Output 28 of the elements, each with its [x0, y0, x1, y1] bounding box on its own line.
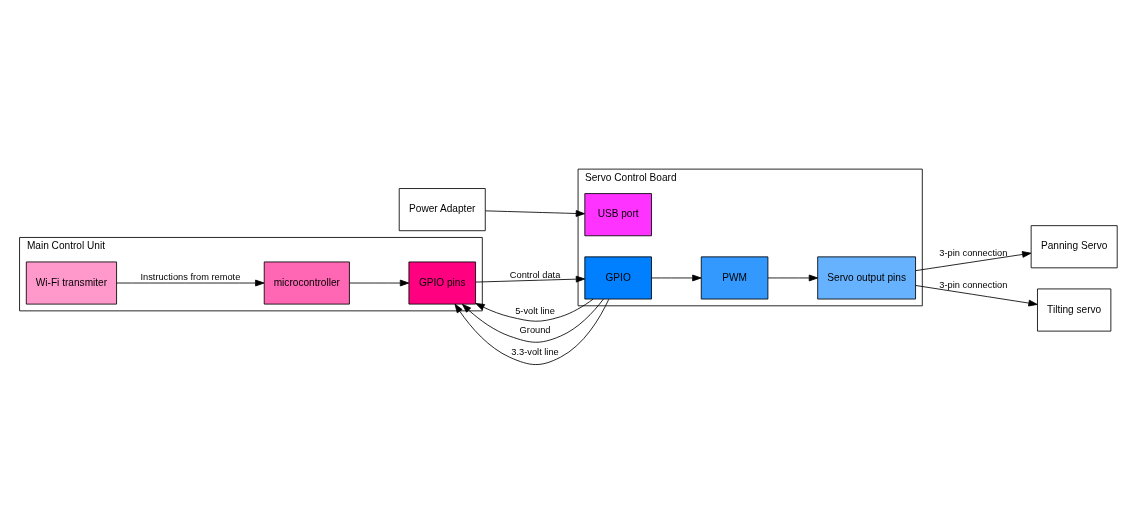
arrow — [116, 279, 265, 287]
arrow — [349, 279, 410, 287]
node-box: GPIO — [584, 256, 652, 300]
node-box: microcontroller — [263, 261, 350, 305]
arrow — [454, 298, 610, 365]
node-box: USB port — [584, 193, 652, 237]
arrow — [475, 298, 594, 322]
edge-label: 3.3-volt line — [511, 346, 559, 357]
arrow — [475, 275, 586, 283]
edge-label: 3-pin connection — [939, 279, 1008, 290]
arrow — [767, 274, 819, 282]
node-box: Servo output pins — [817, 256, 916, 300]
edge-label: 3-pin connection — [939, 247, 1008, 258]
node-box: Power Adapter — [398, 188, 486, 232]
arrow — [462, 298, 604, 343]
node-box: GPIO pins — [408, 261, 476, 305]
arrow — [915, 285, 1038, 307]
edge-label: Control data — [509, 269, 561, 280]
node-box: Panning Servo — [1030, 225, 1118, 269]
arrow — [485, 210, 585, 217]
arrow — [915, 251, 1032, 272]
node-box: PWM — [700, 256, 769, 300]
node-box: Tilting servo — [1037, 288, 1112, 332]
edge-label: 5-volt line — [515, 306, 555, 317]
edge-label: Ground — [519, 325, 551, 336]
arrow — [651, 274, 702, 282]
node-box: Wi-Fi transmiter — [25, 261, 117, 305]
edge-label: Instructions from remote — [140, 272, 241, 283]
